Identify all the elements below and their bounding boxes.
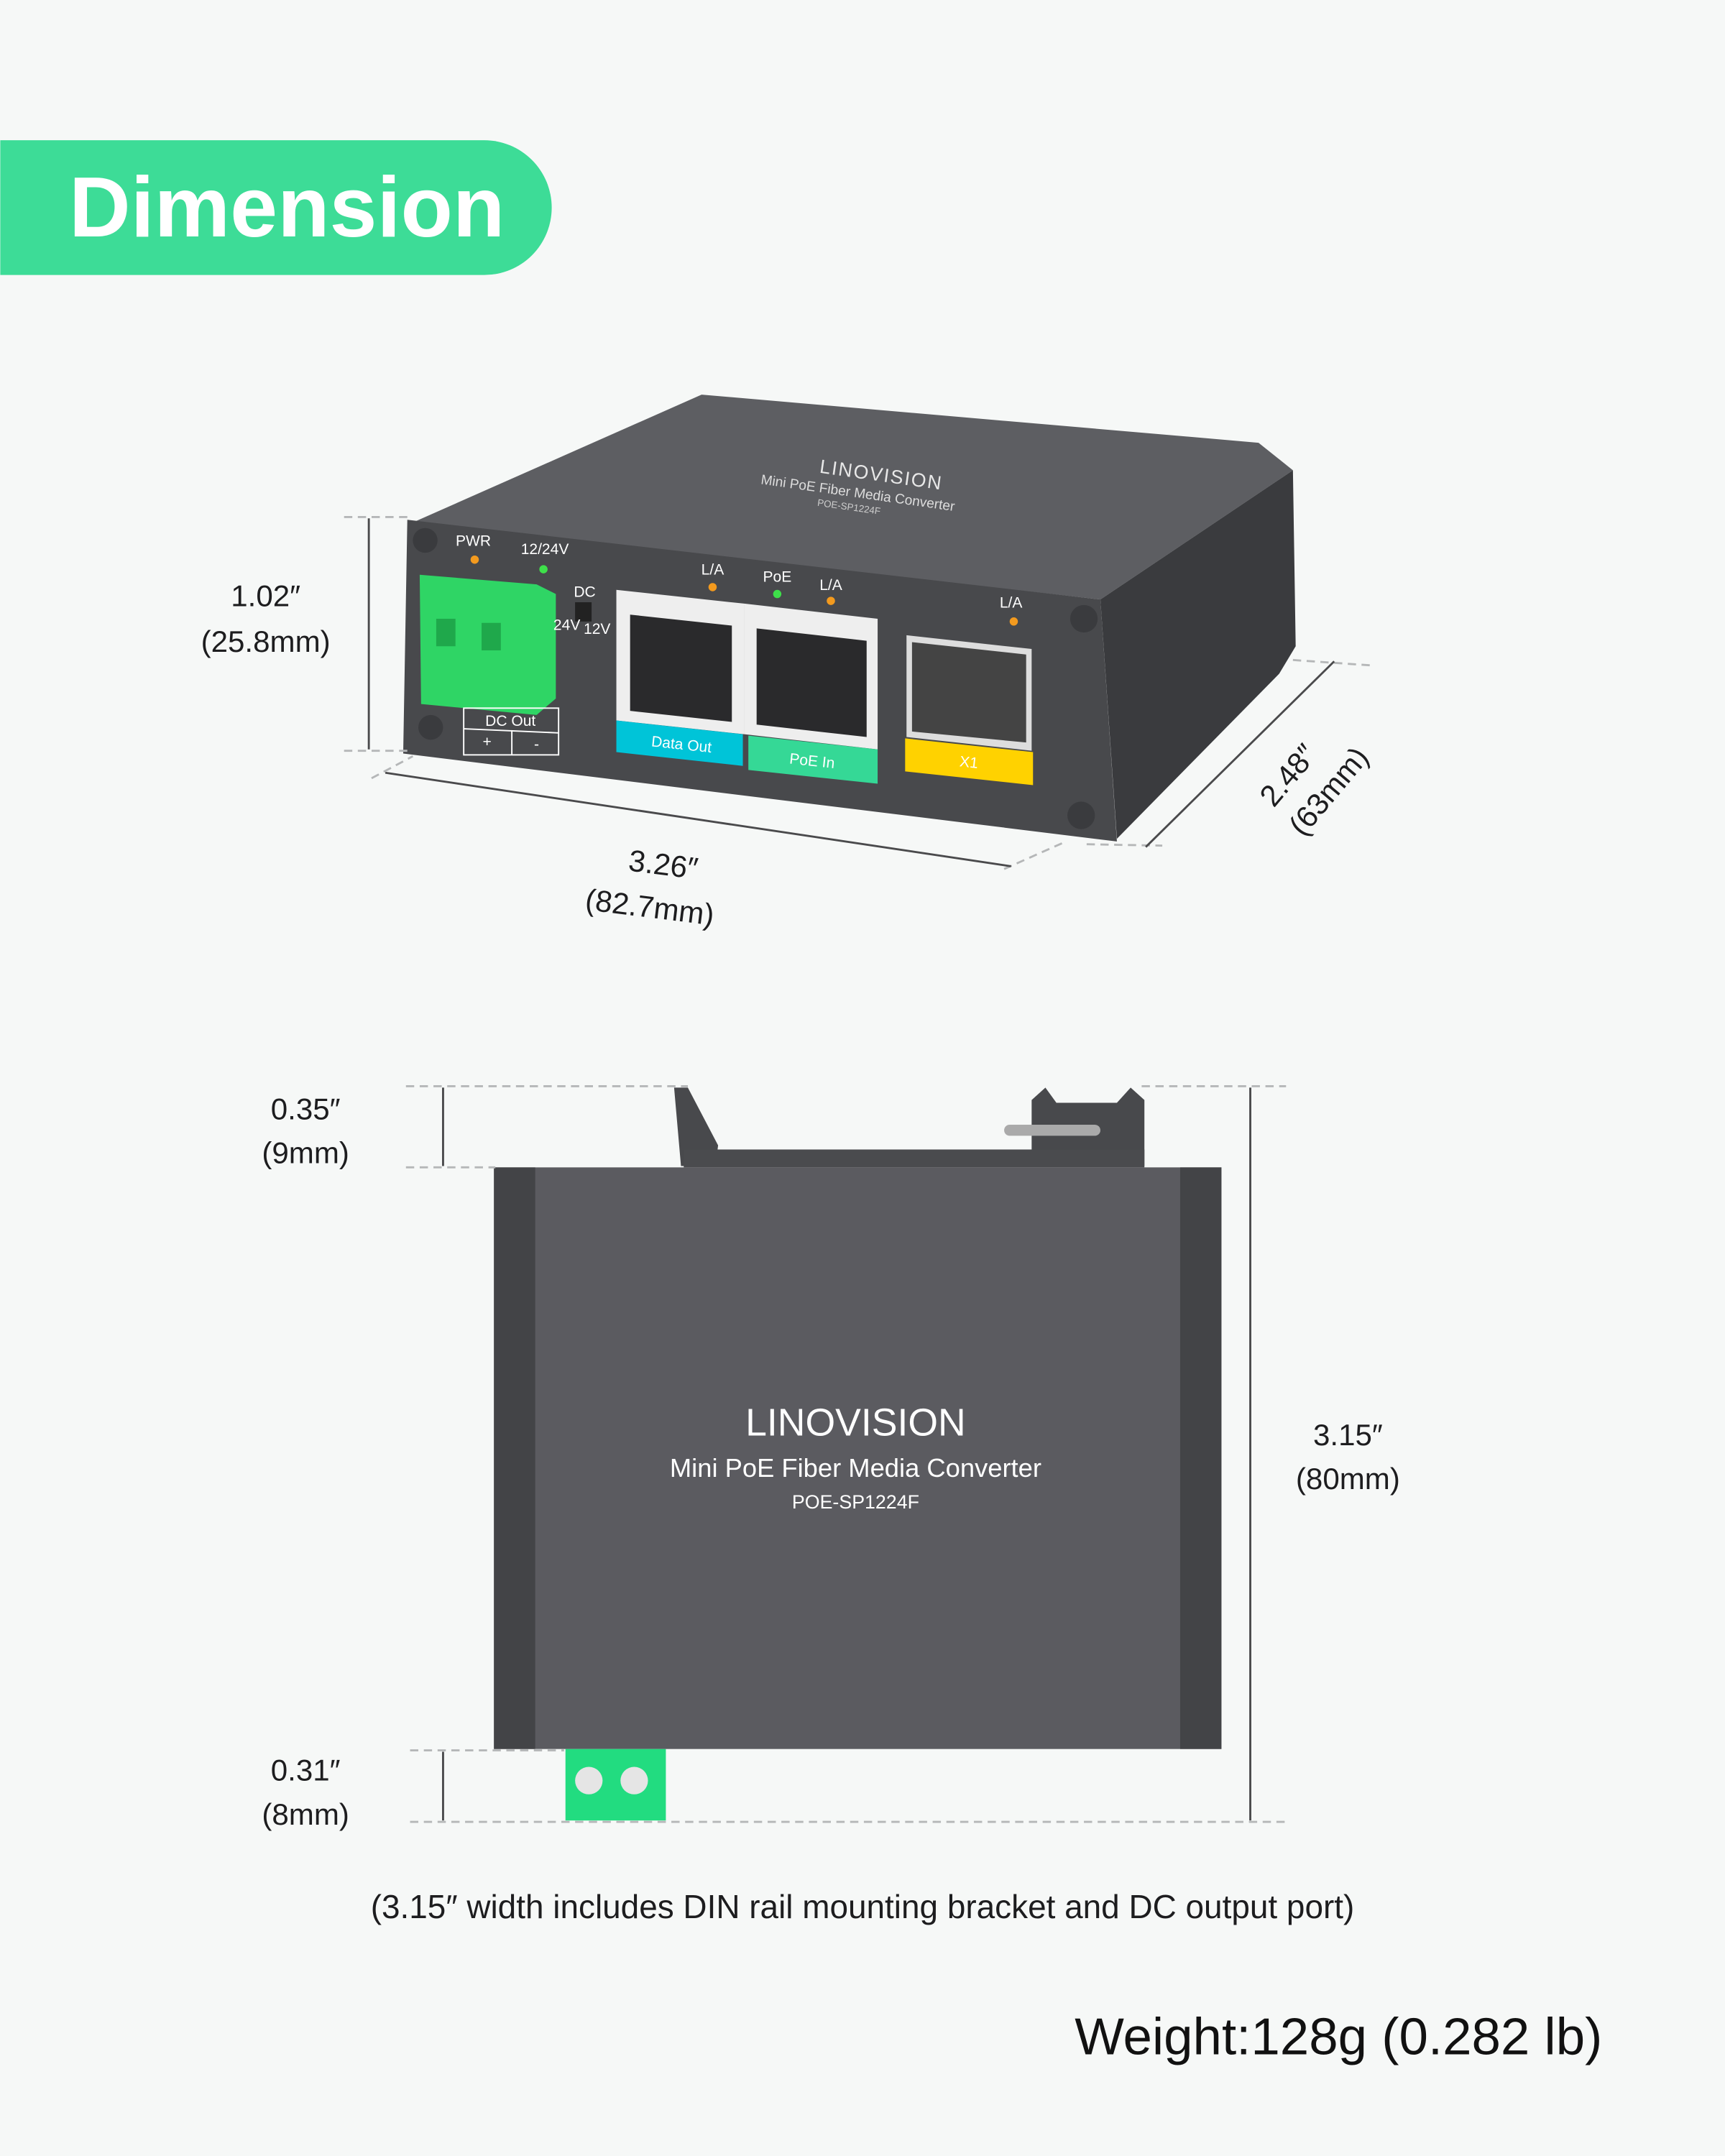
- dc-out-label: DC Out: [485, 713, 535, 729]
- height-mm: (25.8mm): [201, 625, 331, 658]
- port-text-x1: X1: [959, 753, 979, 772]
- height-inch: 1.02″: [231, 579, 300, 613]
- total-mm: (80mm): [1296, 1462, 1400, 1496]
- screw-icon: [418, 714, 443, 740]
- iso-device: LINOVISION Mini PoE Fiber Media Converte…: [402, 395, 1296, 842]
- led-label-voltage: 12/24V: [521, 541, 569, 558]
- led-label-pwr: PWR: [456, 533, 491, 550]
- led-voltage: [539, 565, 548, 573]
- depth-dimension-line: [1145, 660, 1335, 848]
- led-pwr: [470, 555, 479, 564]
- led-label-la2: L/A: [819, 577, 842, 594]
- title-banner: [0, 140, 552, 275]
- port-label-data-out: [616, 720, 743, 766]
- switch-label: DC: [574, 584, 595, 600]
- din-bracket-left: [673, 1087, 719, 1166]
- dc-port-mm: (8mm): [262, 1797, 349, 1831]
- bracket-inch: 0.35″: [271, 1092, 341, 1125]
- screw-icon: [1067, 801, 1095, 829]
- top-model: POE-SP1224F: [792, 1491, 919, 1513]
- led-label-la1: L/A: [702, 562, 724, 579]
- total-inch: 3.15″: [1313, 1418, 1383, 1452]
- led-la2: [827, 596, 835, 605]
- led-label-la3: L/A: [1000, 595, 1023, 612]
- page-title: Dimension: [69, 160, 505, 255]
- switch-12v: 12V: [584, 621, 610, 637]
- led-label-poe: PoE: [763, 568, 791, 585]
- port-label-poe-in: [748, 735, 878, 784]
- dc-port-inch: 0.31″: [271, 1754, 341, 1787]
- weight: Weight:128g (0.282 lb): [1075, 2007, 1602, 2065]
- top-brand: LINOVISION: [745, 1401, 966, 1444]
- led-la3: [1009, 617, 1018, 626]
- bracket-mm: (9mm): [262, 1136, 349, 1170]
- led-poe: [773, 589, 782, 599]
- voltage-switch: [575, 602, 592, 622]
- port-label-x1: [905, 738, 1034, 786]
- switch-24v: 24V: [553, 617, 580, 633]
- width-inch: 3.26″: [627, 844, 700, 885]
- top-device: LINOVISION Mini PoE Fiber Media Converte…: [494, 1087, 1222, 1821]
- screw-icon: [413, 528, 438, 553]
- dc-out-minus: -: [534, 737, 539, 753]
- width-mm: (82.7mm): [584, 883, 716, 932]
- led-la1: [708, 583, 717, 591]
- caption: (3.15″ width includes DIN rail mounting …: [371, 1888, 1355, 1925]
- screw-icon: [1070, 604, 1098, 633]
- width-dimension-line: [385, 771, 1011, 867]
- top-product: Mini PoE Fiber Media Converter: [670, 1453, 1041, 1483]
- dc-out-plus: +: [483, 734, 492, 750]
